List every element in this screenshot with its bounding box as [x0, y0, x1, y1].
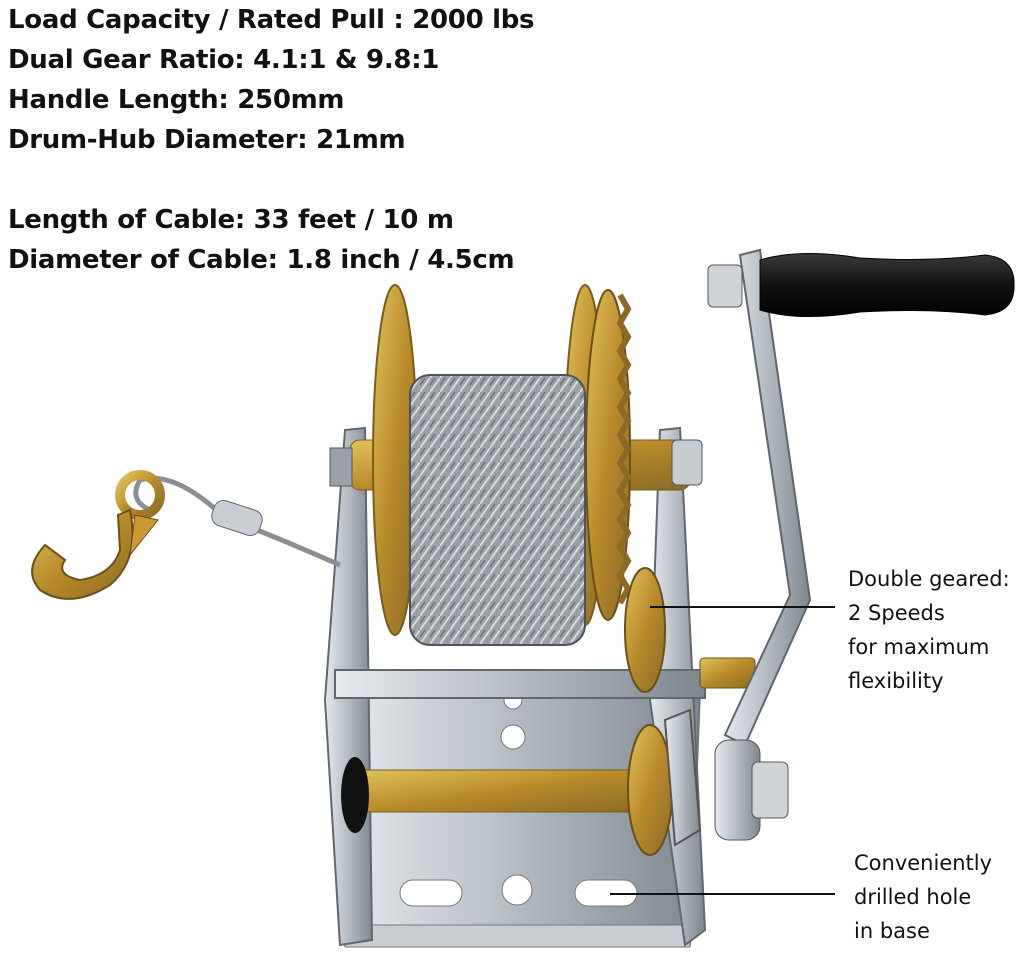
hook — [31, 470, 165, 600]
threaded-bolt — [699, 657, 756, 689]
axle-nut — [671, 439, 703, 486]
ratchet-pawl — [663, 708, 702, 847]
spec-handle-length: Handle Length: 250mm — [8, 85, 345, 115]
spec-spacer — [8, 160, 534, 200]
spec-list: Load Capacity / Rated Pull : 2000 lbs Du… — [8, 0, 535, 280]
lower-axle — [359, 769, 646, 813]
pinion-gear — [624, 567, 673, 856]
gear-callout-line: for maximum — [848, 635, 990, 659]
spec-cable-length: Length of Cable: 33 feet / 10 m — [8, 205, 454, 235]
gear-callout-line: 2 Speeds — [848, 601, 945, 625]
cable-ferrule — [211, 500, 263, 536]
gear-callout: Double geared: 2 Speeds for maximum flex… — [848, 562, 1010, 698]
base-plate — [338, 689, 702, 948]
base-round-hole — [501, 874, 533, 906]
gear-callout-line: Double geared: — [848, 567, 1010, 591]
base-callout-line: in base — [854, 919, 930, 943]
base-callout-line: drilled hole — [854, 885, 972, 909]
spec-cable-diameter: Diameter of Cable: 1.8 inch / 4.5cm — [8, 245, 515, 275]
handle-grip — [759, 252, 1015, 318]
spec-drum-hub: Drum-Hub Diameter: 21mm — [8, 125, 406, 155]
base-callout: Conveniently drilled hole in base — [854, 846, 992, 948]
free-cable — [133, 475, 342, 568]
gear-callout-leader — [650, 606, 835, 608]
base-callout-line: Conveniently — [854, 851, 993, 875]
main-gear — [585, 289, 632, 621]
wound-cable — [409, 374, 586, 646]
base-slot-hole — [399, 879, 463, 907]
base-callout-leader — [610, 893, 835, 895]
handle-nut — [707, 264, 743, 308]
hub-nut — [751, 761, 789, 819]
spec-gear-ratio: Dual Gear Ratio: 4.1:1 & 9.8:1 — [8, 45, 440, 75]
gear-callout-line: flexibility — [848, 669, 944, 693]
spec-load-capacity: Load Capacity / Rated Pull : 2000 lbs — [8, 5, 535, 35]
